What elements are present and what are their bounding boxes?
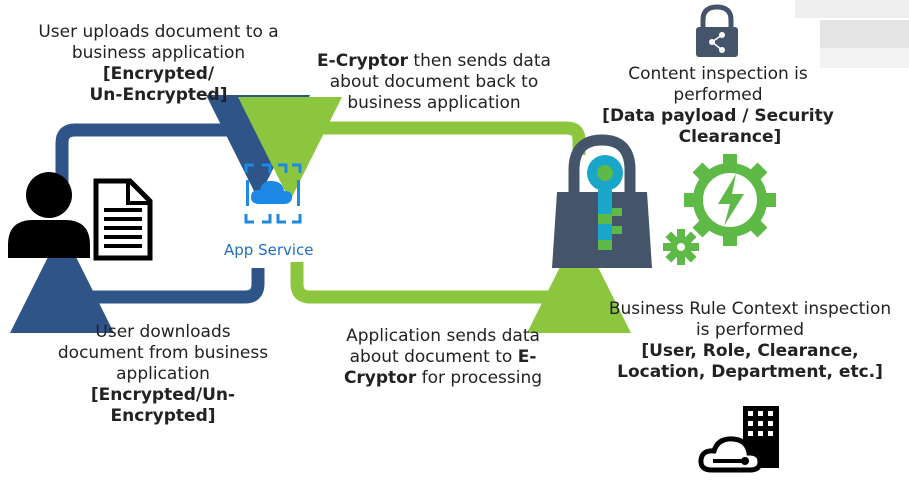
return-line1-rest: then sends data bbox=[408, 51, 551, 71]
cloud-building-icon bbox=[698, 406, 779, 473]
return-line2: about document back to bbox=[329, 72, 539, 92]
send-line2-bold: E- bbox=[517, 347, 537, 367]
download-line3: application bbox=[116, 364, 210, 384]
content-line3: [Data payload / Security bbox=[602, 106, 834, 126]
send-arrow bbox=[290, 229, 631, 333]
send-line1: Application sends data bbox=[346, 326, 540, 346]
app-service-label: App Service bbox=[224, 241, 314, 259]
content-line4: Clearance] bbox=[678, 127, 782, 147]
return-bold-word: E-Cryptor bbox=[317, 51, 409, 71]
business-rule-caption: Business Rule Context inspection is perf… bbox=[592, 299, 908, 383]
download-line5: Encrypted] bbox=[110, 406, 216, 426]
business-line1: Business Rule Context inspection bbox=[608, 299, 892, 319]
small-gear-icon bbox=[663, 229, 699, 265]
content-line1: Content inspection is bbox=[628, 64, 808, 84]
gear-lightning-icon bbox=[684, 154, 776, 246]
download-arrow bbox=[10, 229, 265, 333]
business-line4: Location, Department, etc.] bbox=[617, 362, 883, 382]
download-line2: document from business bbox=[57, 343, 269, 363]
upload-caption: User uploads document to a business appl… bbox=[6, 22, 311, 106]
return-line3: business application bbox=[347, 93, 521, 113]
document-icon bbox=[93, 178, 153, 261]
faded-overlay bbox=[795, 0, 909, 68]
content-line2: performed bbox=[673, 85, 763, 105]
download-caption: User downloads document from business ap… bbox=[48, 322, 278, 427]
upload-line1: User uploads document to a bbox=[38, 22, 279, 42]
send-caption: Application sends data about document to… bbox=[318, 326, 568, 389]
business-line2: is performed bbox=[695, 320, 805, 340]
send-line2-start: about document to bbox=[349, 347, 518, 367]
lock-share-icon bbox=[696, 4, 738, 57]
app-service-icon bbox=[244, 163, 302, 224]
return-caption: E-Cryptor then sends data about document… bbox=[300, 51, 568, 114]
send-line3-rest: for processing bbox=[416, 368, 543, 388]
upload-line4: Un-Encrypted] bbox=[89, 85, 228, 105]
download-line4: [Encrypted/Un- bbox=[90, 385, 236, 405]
upload-line3: [Encrypted/ bbox=[102, 64, 215, 84]
lock-key-icon bbox=[552, 134, 652, 268]
upload-arrow bbox=[55, 95, 310, 199]
content-inspection-caption: Content inspection is performed [Data pa… bbox=[583, 64, 853, 148]
download-line1: User downloads bbox=[95, 322, 231, 342]
send-line3-bold: Cryptor bbox=[343, 368, 417, 388]
user-icon bbox=[8, 172, 90, 258]
business-line3: [User, Role, Clearance, bbox=[641, 341, 859, 361]
upload-line2: business application bbox=[71, 43, 246, 63]
return-arrow bbox=[238, 97, 586, 201]
